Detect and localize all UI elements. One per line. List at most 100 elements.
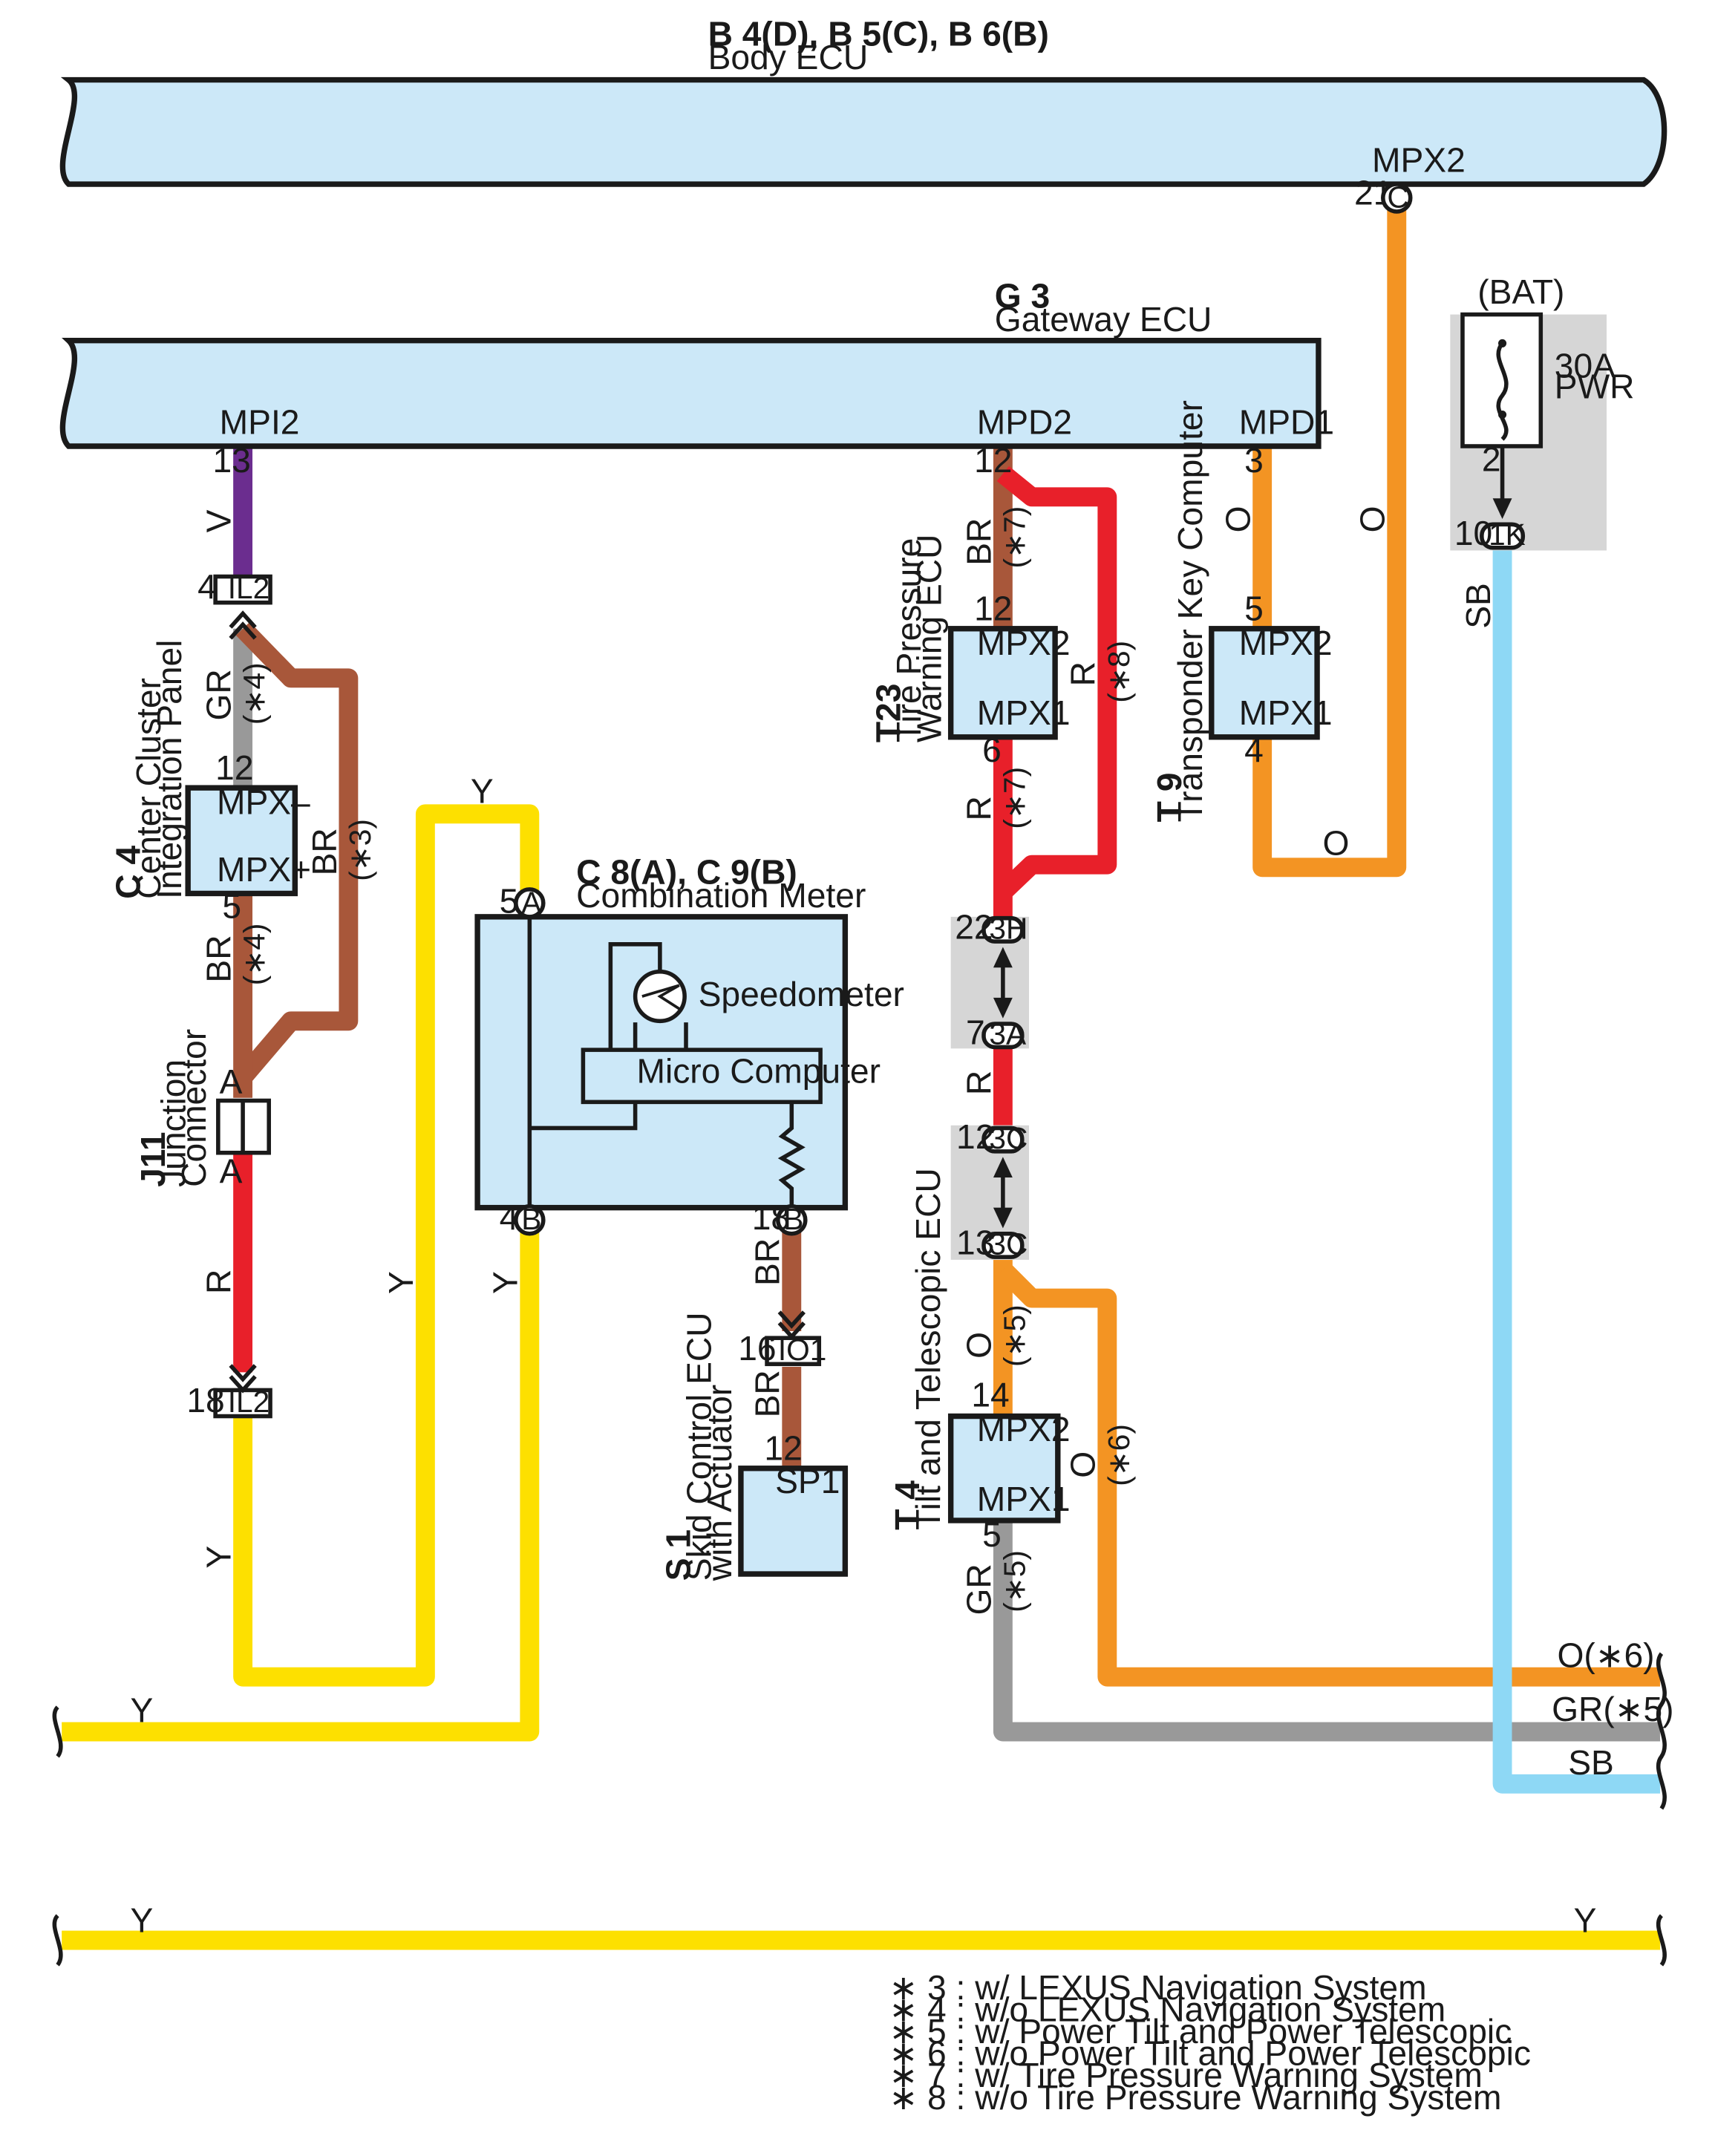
label-r8: R xyxy=(1064,662,1102,686)
conn-3c-bottom-label: 3C xyxy=(989,1226,1028,1261)
gateway-ecu-bar xyxy=(59,338,1322,449)
wire-brown-br3 xyxy=(235,621,359,1084)
label-note5-o: (∗5) xyxy=(997,1304,1031,1367)
tire-pin-bottom: MPX1 xyxy=(977,693,1071,732)
gateway-pin-no-12: 12 xyxy=(974,441,1012,480)
cluster-pin-bottom: MPX+ xyxy=(217,850,311,889)
tire-name1: Tire Pressure xyxy=(889,538,928,742)
junction-name2: Connector xyxy=(174,1029,213,1187)
arrow-up-head xyxy=(993,947,1013,968)
body-ecu-connector xyxy=(1381,182,1413,214)
arrow-up-head-2 xyxy=(993,1157,1013,1177)
gateway-code: G 3 xyxy=(995,276,1050,315)
conn-1k-no: 10 xyxy=(1454,514,1492,552)
conn-1k xyxy=(1480,522,1526,550)
label-br3: BR xyxy=(305,828,344,875)
label-note7-br: (∗7) xyxy=(997,506,1031,569)
label-br7: BR xyxy=(959,518,998,566)
conn-il2-top-no: 4 xyxy=(197,567,217,606)
label-note8: (∗8) xyxy=(1102,641,1136,703)
fuse-terminal-bottom xyxy=(1498,410,1507,419)
junction-name1: Junction xyxy=(154,1059,192,1187)
conn-3a xyxy=(981,1022,1025,1050)
label-note7-r: (∗7) xyxy=(997,767,1031,829)
cluster-no-bottom: 5 xyxy=(222,887,241,926)
body-ecu-conn-letter: C xyxy=(1387,180,1408,214)
skid-pin-no: 12 xyxy=(764,1429,802,1468)
meter-name: Combination Meter xyxy=(576,876,866,915)
wire-red-r8 xyxy=(996,466,1117,899)
cluster-name1: Center Cluster xyxy=(129,678,168,899)
break-mark-right-bundle xyxy=(1656,1652,1667,1810)
tire-pin-top: MPX2 xyxy=(977,624,1071,662)
gateway-pin-no-13: 13 xyxy=(212,441,250,480)
body-ecu-bar xyxy=(59,76,1667,187)
fuse-pin: 2 xyxy=(1482,440,1501,478)
label-note5-gr: (∗5) xyxy=(997,1550,1031,1613)
transponder-pin-bottom: MPX1 xyxy=(1239,693,1333,732)
cluster-code: C 4 xyxy=(108,846,147,899)
label-y-il2: Y xyxy=(199,1546,238,1569)
conn-1k-label: 1K xyxy=(1489,517,1526,552)
resistor-icon xyxy=(777,1102,806,1208)
label-y-meter: Y xyxy=(486,1271,525,1294)
wire-orange-body-mpx2 xyxy=(1252,209,1407,878)
tilt-no-bottom: 5 xyxy=(982,1515,1002,1554)
skid-name1: Skid Control ECU xyxy=(679,1312,718,1581)
junction-code: J11 xyxy=(134,1131,172,1187)
label-o5: O xyxy=(959,1332,998,1359)
label-sb: SB xyxy=(1459,583,1497,629)
note-6: ∗ 6 : w/o Power Tilt and Power Telescopi… xyxy=(889,2034,1531,2073)
conn-3a-label: 3A xyxy=(989,1017,1027,1051)
label-gr5-right: GR(∗5) xyxy=(1552,1690,1673,1728)
fuse-terminal-top xyxy=(1498,339,1507,347)
conn-3c-top xyxy=(981,1126,1025,1154)
meter-internal-wire xyxy=(527,916,638,1208)
fuse-icon xyxy=(1496,342,1509,441)
fuse-arrow-head xyxy=(1492,498,1512,519)
transponder-code: T 9 xyxy=(1150,773,1189,823)
label-o-mpd1: O xyxy=(1219,506,1258,532)
transponder-name: Transponder Key Computer xyxy=(1171,400,1209,822)
speedometer-label: Speedometer xyxy=(699,975,904,1013)
micro-computer-label: Micro Computer xyxy=(636,1051,881,1090)
conn-io1 xyxy=(765,1336,822,1367)
wire-yellow-meter-b4 xyxy=(62,1232,540,1742)
label-br4: BR xyxy=(199,935,238,982)
chevron-down-icon xyxy=(229,1364,257,1394)
conn-3h-no: 22 xyxy=(955,907,993,946)
conn-il2-bottom-label: IL2 xyxy=(228,1385,270,1419)
tire-code: T23 xyxy=(869,684,907,743)
micro-computer xyxy=(581,1048,823,1105)
label-note3: (∗3) xyxy=(343,819,377,881)
label-y-top: Y xyxy=(471,771,494,810)
junction-pin-a-top: A xyxy=(220,1062,243,1101)
conn-3c-top-no: 12 xyxy=(956,1117,994,1156)
skid-code: S 1 xyxy=(659,1529,698,1581)
junction-pin-a-bottom: A xyxy=(220,1152,243,1190)
label-note4-br: (∗4) xyxy=(238,924,272,986)
arrow-down-head xyxy=(993,997,1013,1019)
label-o6-right: O(∗6) xyxy=(1557,1636,1654,1675)
cluster-pin-top: MPX– xyxy=(217,783,310,821)
tire-name2: Warning ECU xyxy=(910,535,949,743)
label-y-bottom-right: Y xyxy=(1574,1901,1597,1939)
arrow-down-head-2 xyxy=(993,1207,1013,1229)
break-mark-left-y2 xyxy=(52,1914,63,1967)
tire-no-bottom: 6 xyxy=(982,731,1002,769)
note-3: ∗ 3 : w/ LEXUS Navigation System xyxy=(889,1968,1427,2007)
note-8: ∗ 8 : w/o Tire Pressure Warning System xyxy=(889,2078,1502,2117)
tilt-telescopic-ecu xyxy=(947,1413,1061,1523)
conn-3a-no: 7 xyxy=(966,1013,985,1052)
conn-3c-bottom-no: 13 xyxy=(956,1223,994,1261)
label-r7: R xyxy=(959,796,998,820)
conn-3h xyxy=(981,915,1025,944)
skid-name2: with Actuator xyxy=(700,1385,739,1581)
tire-pressure-ecu xyxy=(947,626,1058,740)
meter-pin4: 4 xyxy=(500,1198,519,1237)
break-mark-left-y xyxy=(52,1705,63,1758)
gateway-name: Gateway ECU xyxy=(995,300,1212,339)
gateway-pin-mpi2: MPI2 xyxy=(220,402,300,441)
fuse-name: PWR xyxy=(1555,367,1635,405)
meter-code: C 8(A), C 9(B) xyxy=(576,853,797,892)
